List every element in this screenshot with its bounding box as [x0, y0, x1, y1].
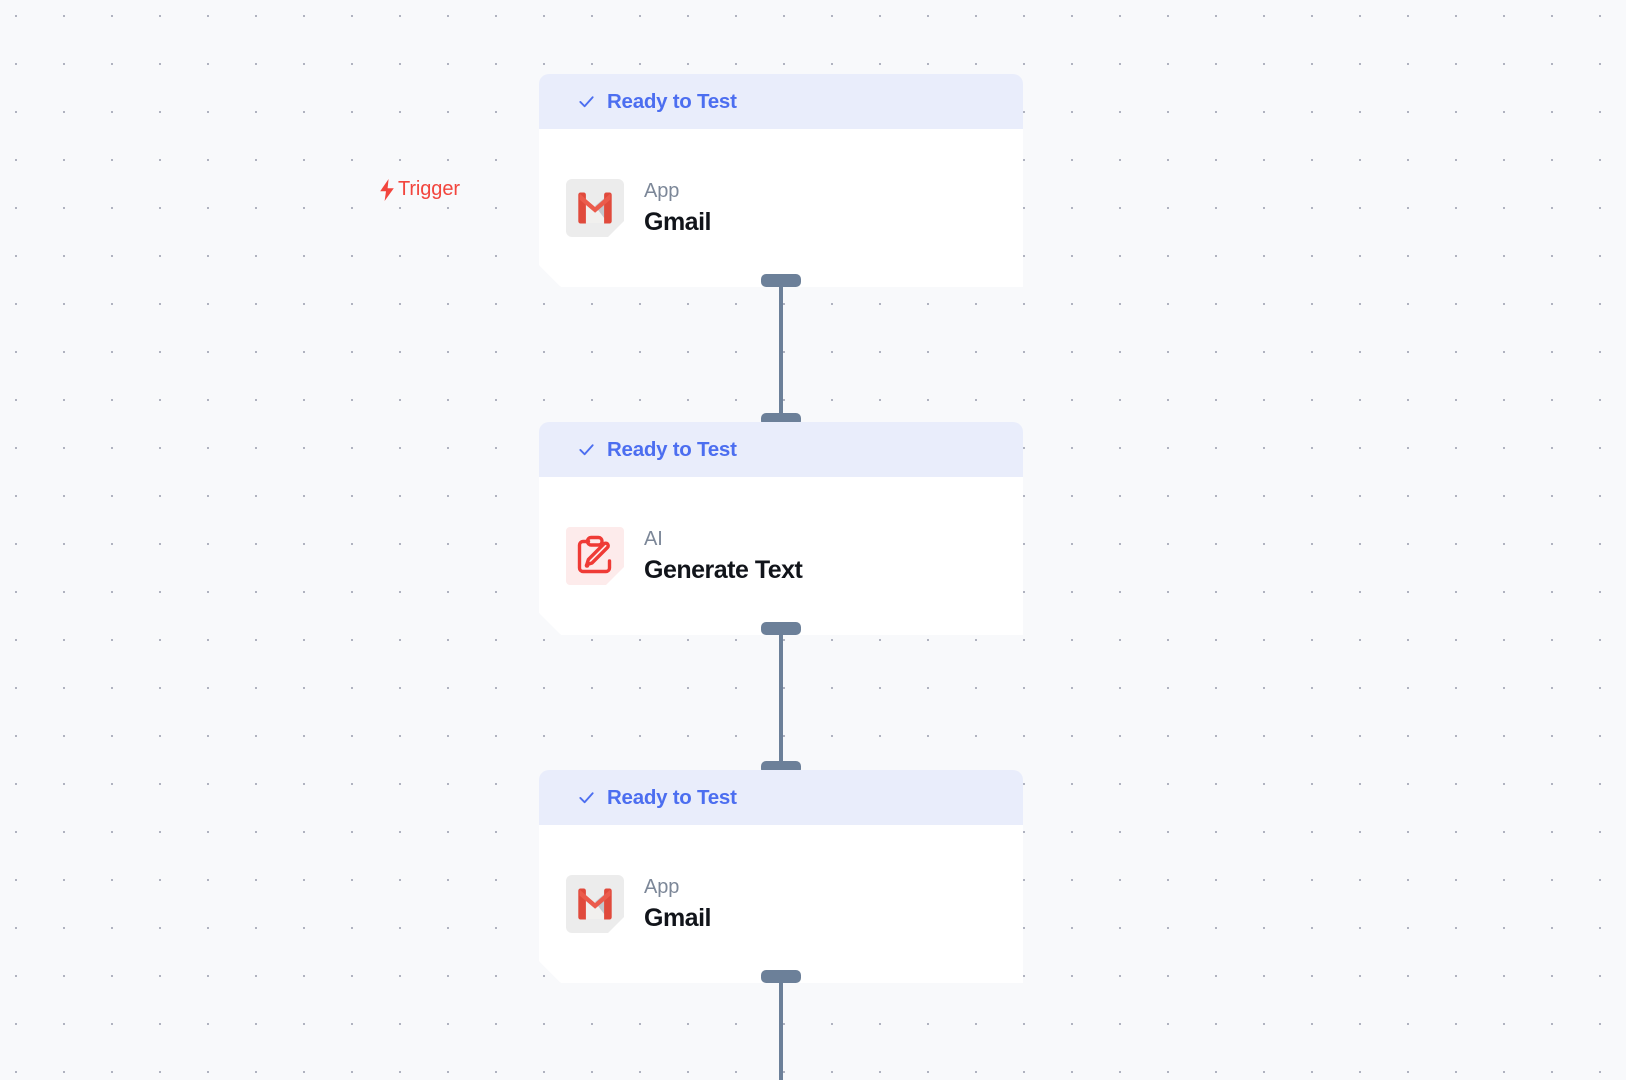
connector-port-out[interactable] [761, 274, 801, 287]
node-status-text: Ready to Test [607, 89, 737, 113]
node-status-band: Ready to Test [539, 770, 1023, 825]
workflow-node-trigger-gmail[interactable]: Ready to Test App Gmail [539, 74, 1023, 287]
node-kind-label: App [644, 876, 680, 898]
connector-line [779, 980, 783, 1080]
lightning-bolt-icon [378, 178, 396, 201]
node-body[interactable]: App Gmail [539, 825, 1023, 983]
node-status-band: Ready to Test [539, 422, 1023, 477]
connector-port-out[interactable] [761, 970, 801, 983]
node-title: Generate Text [644, 556, 803, 584]
trigger-label: Trigger [378, 178, 460, 201]
node-status-band: Ready to Test [539, 74, 1023, 129]
connector-1[interactable] [761, 274, 801, 426]
node-title: Gmail [644, 208, 711, 236]
node-title: Gmail [644, 904, 711, 932]
connector-2[interactable] [761, 622, 801, 774]
check-icon [577, 440, 596, 459]
trigger-label-text: Trigger [398, 178, 460, 200]
node-kind-label: AI [644, 528, 663, 550]
check-icon [577, 92, 596, 111]
node-kind-label: App [644, 180, 680, 202]
gmail-icon [566, 179, 624, 237]
node-status-text: Ready to Test [607, 437, 737, 461]
connector-line [779, 632, 783, 764]
node-status-text: Ready to Test [607, 785, 737, 809]
workflow-node-ai-generate-text[interactable]: Ready to Test AI Generate Text [539, 422, 1023, 635]
node-body[interactable]: AI Generate Text [539, 477, 1023, 635]
connector-line [779, 284, 783, 416]
node-body[interactable]: App Gmail [539, 129, 1023, 287]
workflow-node-action-gmail[interactable]: Ready to Test App Gmail [539, 770, 1023, 983]
check-icon [577, 788, 596, 807]
connector-3[interactable] [761, 970, 801, 1080]
connector-port-out[interactable] [761, 622, 801, 635]
gmail-icon [566, 875, 624, 933]
clipboard-pencil-icon [566, 527, 624, 585]
